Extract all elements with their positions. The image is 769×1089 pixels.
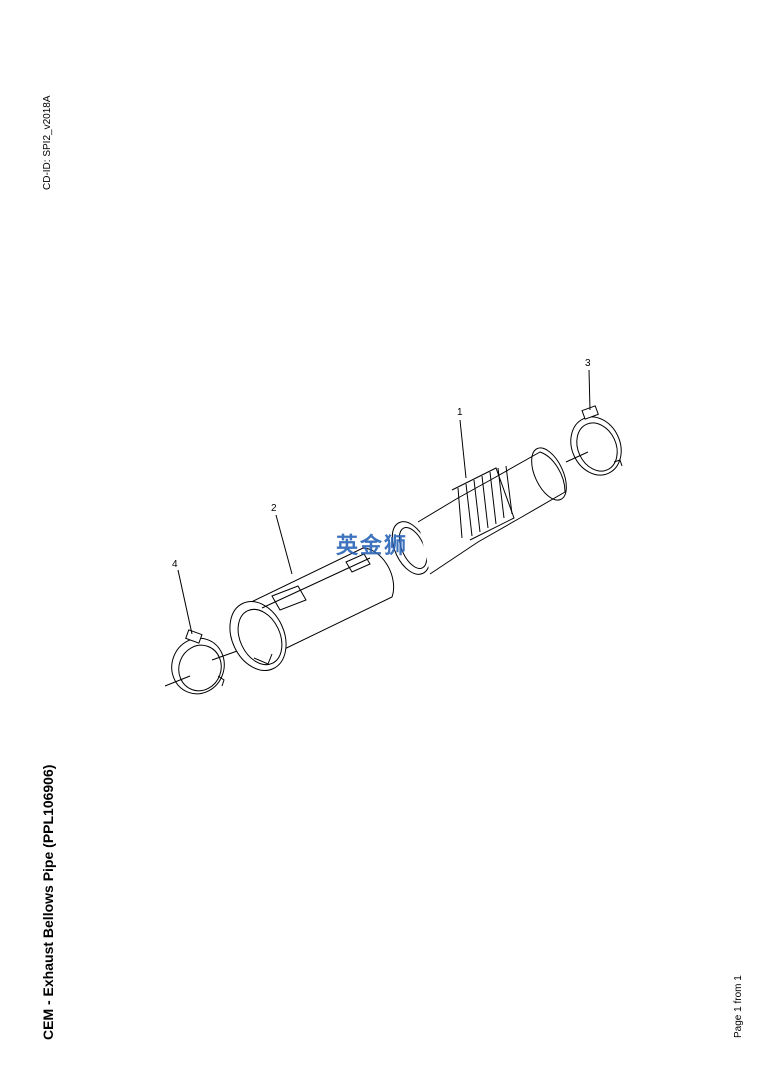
callout-2: 2 [271, 503, 277, 514]
callout-leaders [177, 369, 591, 635]
watermark-logo: 英金狮 [336, 534, 409, 559]
bellows-pipe [391, 447, 567, 575]
hose-clamp-right [565, 405, 623, 476]
callout-4: 4 [172, 559, 178, 570]
callout-1: 1 [457, 407, 463, 418]
hose-clamp-left [164, 629, 241, 695]
pipe [229, 547, 395, 671]
callout-3: 3 [585, 358, 591, 369]
